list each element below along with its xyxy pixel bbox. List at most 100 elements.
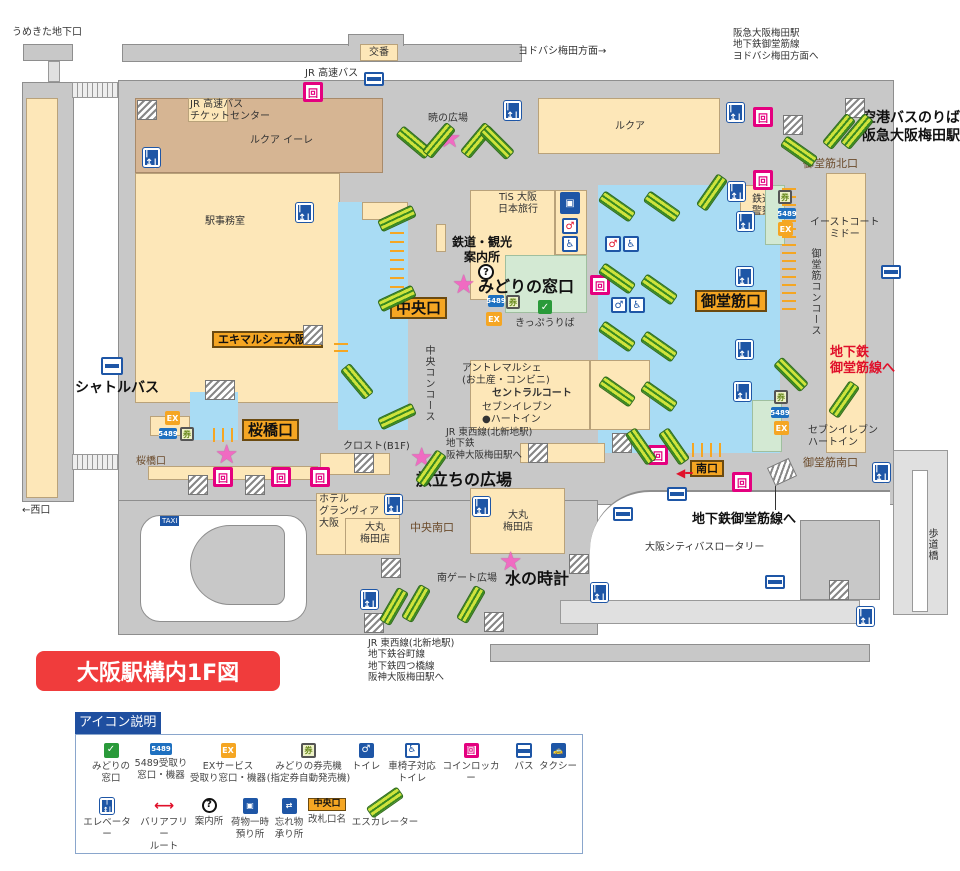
coin-locker-icon: 回 bbox=[213, 467, 233, 487]
tabidachi-plaza: 旅立ちの広場 bbox=[416, 470, 513, 489]
taxi-stand[interactable]: TAXI bbox=[160, 516, 180, 526]
exit-sakurabashi[interactable]: 桜橋口 bbox=[242, 419, 300, 441]
ex-service-icon: EX bbox=[774, 421, 789, 435]
toilet-icon: ♂ bbox=[605, 236, 621, 252]
elevator-icon[interactable]: |↕| bbox=[295, 202, 314, 224]
legend-label: バリアフリー ルート bbox=[140, 817, 188, 852]
elevator-icon[interactable]: |↕| bbox=[727, 181, 746, 203]
subway-midosuji-red-label: 地下鉄 御堂筋線へ bbox=[830, 345, 896, 377]
toilet-icon: ♂ bbox=[358, 743, 374, 758]
elevator-icon[interactable]: |↕| bbox=[726, 102, 745, 124]
water-clock: 水の時計 bbox=[505, 569, 570, 588]
legend-label: 改札口名 bbox=[307, 813, 346, 825]
legend-item-luggage: ▣荷物一時 預り所 bbox=[226, 798, 274, 841]
bus-icon bbox=[364, 72, 384, 86]
5489-icon: 5489 bbox=[158, 428, 178, 439]
elevator-icon[interactable]: |↕| bbox=[735, 339, 754, 361]
elevator-icon[interactable]: |↕| bbox=[736, 211, 755, 233]
elevator-icon[interactable]: |↕| bbox=[360, 589, 379, 611]
south-lines-direction: JR 東西線(北新地駅) 地下鉄谷町線 地下鉄四つ橋線 阪神大阪梅田駅へ bbox=[368, 638, 455, 684]
information-icon: ? bbox=[478, 264, 494, 280]
entree-marche-block bbox=[470, 360, 590, 430]
legend-item-gate-name: 中央口改札口名 bbox=[304, 798, 350, 826]
star-icon: ★ bbox=[452, 270, 476, 300]
south-sidewalk bbox=[560, 600, 860, 624]
south-gate-plaza: 南ゲート広場 bbox=[437, 573, 497, 584]
coin-locker-icon: 回 bbox=[590, 275, 610, 295]
elevator-icon[interactable]: |↕| bbox=[590, 582, 609, 604]
daimaru-umeda: 大丸 梅田店 bbox=[503, 510, 533, 533]
central-court: セントラルコート bbox=[492, 388, 572, 399]
legend-label: EXサービス 受取り窓口・機器 bbox=[189, 761, 266, 784]
lost-found-icon: ⇄ bbox=[281, 798, 297, 814]
elevator-icon[interactable]: |↕| bbox=[142, 147, 161, 169]
elevator-icon[interactable]: |↕| bbox=[503, 100, 522, 122]
legend-item-toilet: ♂トイレ bbox=[348, 743, 384, 773]
exit-minami[interactable]: 南口 bbox=[690, 460, 724, 478]
wheelchair-toilet-icon: ♿ bbox=[629, 297, 645, 313]
akatsuki-plaza: 暁の広場 bbox=[428, 113, 468, 124]
elevator-icon[interactable]: |↕| bbox=[872, 462, 891, 484]
elevator-icon[interactable]: |↕| bbox=[856, 606, 875, 628]
taxi-island bbox=[190, 525, 285, 605]
elevator-icon[interactable]: |↕| bbox=[472, 496, 491, 518]
wheelchair-toilet-icon: ♿ bbox=[404, 743, 420, 758]
station-office: 駅事務室 bbox=[205, 216, 245, 227]
tis-travel: TiS 大阪 日本旅行 bbox=[498, 192, 538, 215]
hotel-granvia: ホテル グランヴィア 大阪 bbox=[319, 494, 379, 529]
luggage-icon: ▣ bbox=[560, 192, 580, 214]
midori-window-label: みどりの窓口 bbox=[478, 277, 575, 296]
legend-label: エレベーター bbox=[83, 817, 131, 840]
footbridge-label: 歩道橋 bbox=[926, 528, 937, 561]
midosuji-concourse-label: 御堂筋コンコース bbox=[809, 248, 820, 336]
east-court-label: イーストコート ミドー bbox=[810, 217, 880, 240]
exit-ekimarche-osaka[interactable]: エキマルシェ大阪口 bbox=[212, 331, 323, 349]
daimaru-annex-block bbox=[345, 518, 400, 555]
elevator-icon[interactable]: |↕| bbox=[384, 494, 403, 516]
coin-locker-icon: 回 bbox=[271, 467, 291, 487]
tourist-info-center: 鉄道・観光 案内所 bbox=[452, 235, 513, 264]
umekita-walkway bbox=[23, 44, 73, 61]
stairs-icon bbox=[188, 475, 208, 495]
gate-name-sample: 中央口 bbox=[308, 798, 346, 811]
footbridge-gap bbox=[912, 470, 928, 612]
crosswalk-north bbox=[72, 82, 118, 98]
bus-ticket-center-box bbox=[188, 98, 228, 122]
toilet-icon: ♂ bbox=[562, 218, 578, 234]
stairs-icon bbox=[205, 380, 235, 400]
shuttle-bus-label: シャトルバス bbox=[75, 380, 159, 396]
ekimarche-ticket-gates bbox=[334, 343, 348, 352]
airport-bus-label: 空港バスのりば 阪急大阪梅田駅へ bbox=[862, 110, 960, 144]
exit-midosuji[interactable]: 御堂筋口 bbox=[695, 290, 768, 312]
stairs-icon bbox=[354, 453, 374, 473]
exit-chuo[interactable]: 中央口 bbox=[390, 297, 448, 319]
legend-label: タクシー bbox=[538, 761, 577, 772]
elevator-icon[interactable]: |↕| bbox=[735, 266, 754, 288]
stairs-icon bbox=[245, 475, 265, 495]
central-concourse-label: 中央コンコース bbox=[423, 345, 434, 422]
elevator-icon[interactable]: |↕| bbox=[733, 381, 752, 403]
coin-locker-icon: 回 bbox=[753, 170, 773, 190]
stairs-icon bbox=[303, 325, 323, 345]
stairs-icon bbox=[528, 443, 548, 463]
5489-icon: 5489 bbox=[770, 407, 790, 418]
map-title: 大阪駅構内1F図 bbox=[36, 651, 280, 691]
legend-item-wheelchair-toilet: ♿車椅子対応 トイレ bbox=[383, 743, 441, 785]
legend-item-information: ?案内所 bbox=[191, 798, 227, 828]
pillar bbox=[436, 224, 446, 252]
central-court-block bbox=[590, 360, 650, 430]
wheelchair-toilet-icon: ♿ bbox=[623, 236, 639, 252]
bus-icon bbox=[667, 487, 687, 501]
5489-icon: 5489 bbox=[150, 743, 172, 755]
barrier-free-arrow-icon: ⟷ bbox=[153, 798, 175, 814]
coin-locker-icon: 回 bbox=[463, 743, 479, 758]
central-ticket-gates bbox=[390, 232, 404, 288]
seven-eleven-heart-in: セブンイレブン ●ハートイン bbox=[482, 402, 552, 425]
star-icon: ★ bbox=[499, 547, 523, 577]
elevator-icon: |↕| bbox=[99, 797, 115, 815]
barrier-free-arrow-icon: ◀━ bbox=[676, 466, 693, 480]
legend-item-midori-window: ✓みどりの 窓口 bbox=[86, 743, 136, 785]
entree-marche: アントレマルシェ (お土産・コンビニ) bbox=[462, 363, 550, 386]
